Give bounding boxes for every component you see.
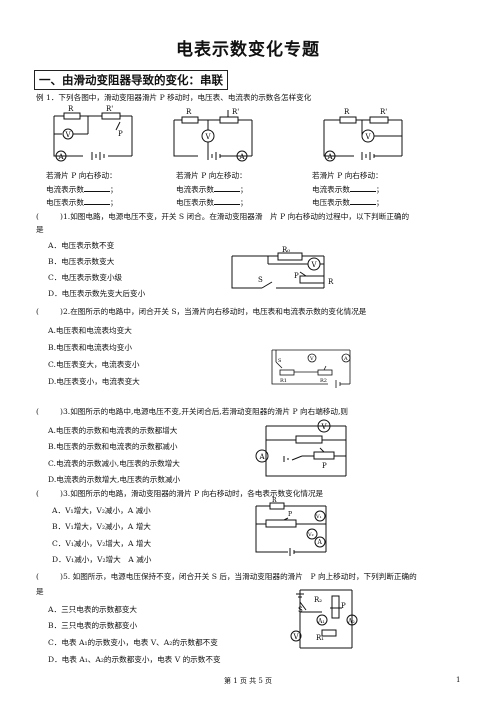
label-R: R [328, 278, 334, 286]
q1-paren: ( [36, 212, 39, 221]
label-S: S [298, 606, 303, 614]
q4-option-a: A．V₁增大，V₂减小，A 减小 [52, 506, 151, 515]
q1-option-a: A．电压表示数不变 [48, 241, 115, 250]
ex-col1-voltmeter: 电压表示数； [46, 198, 118, 207]
label-V1: V₁ [315, 514, 322, 520]
q4-stem: )3.如图所示的电路，滑动变阻器的滑片 P 向右移动时，各电表示数变化情况是 [60, 489, 324, 498]
label-V: V [365, 133, 372, 141]
label-A1: A₁ [317, 618, 325, 625]
q1-stem-cont: 是 [36, 225, 44, 234]
q5-option-c: C．电表 A₁的示数变小，电表 V、A₂的示数都不变 [48, 638, 218, 647]
label-R: R [186, 108, 192, 116]
ex-col1-move: 若滑片 P 向右移动： [46, 171, 117, 180]
q1-option-c: C．电压表示数变小级 [48, 273, 123, 282]
q3-paren: ( [36, 407, 39, 416]
label-V: V [205, 133, 212, 141]
label-R2: R2 [320, 378, 327, 384]
q5-option-a: A．三只电表的示数都变大 [48, 605, 138, 614]
q3-option-d: D.电流表的示数增大,电压表的示数减小 [48, 475, 181, 484]
q2-option-c: C.电压表变大，电流表变小 [48, 360, 140, 369]
label-P: P [341, 602, 346, 610]
label-R0: R₀ [282, 246, 290, 254]
label-V2: V₂ [307, 532, 314, 538]
label-R1: R1 [280, 378, 287, 384]
q5-circuit: S R₂ P A₁ A₂ V R₁ [290, 589, 358, 649]
q4-paren: ( [36, 489, 39, 498]
label-R1-sub: R₁ [316, 634, 324, 642]
ex-col2-ammeter: 电流表示数； [176, 185, 248, 194]
label-R-prime: R' [106, 105, 113, 113]
q2-option-a: A.电压表和电流表均变大 [48, 326, 132, 335]
label-P: P [294, 272, 299, 280]
q5-paren: ( [36, 572, 39, 581]
q1-option-b: B．电压表示数变大 [48, 257, 115, 266]
q5-option-b: B．三只电表的示数都变小 [48, 621, 138, 630]
page-footer: 第 1 页 共 5 页 [223, 677, 273, 685]
page-number: 1 [456, 676, 461, 684]
label-R: R [344, 108, 350, 116]
q2-stem: )2.在图所示的电路中，闭合开关 S，当滑片向右移动时，电压表和电流表示数的变化… [60, 307, 367, 316]
q5-stem: )5. 如图所示，电源电压保持不变，闭合开关 S 后，当滑动变阻器的滑片 P 向… [60, 572, 417, 581]
q4-option-d: D．V₁减小，V₂增大 A 减小 [52, 555, 152, 564]
label-S: S [278, 358, 282, 364]
q2-circuit: S V A R1 R2 [271, 349, 351, 388]
label-R-prime: R' [232, 108, 239, 116]
q3-circuit: V A P [255, 419, 347, 477]
q1-stem: )1.如图电路，电源电压不变，开关 S 闭合。在滑动变阻器滑 片 P 向右移动的… [60, 212, 410, 221]
page-title: 电表示数变化专题 [176, 40, 320, 60]
label-P: P [322, 462, 327, 470]
label-A: A [327, 153, 334, 161]
label-R: R [68, 105, 74, 113]
q2-option-d: D.电压表变小，电流表变大 [48, 377, 140, 386]
q5-option-d: D．电表 A₁、A₂的示数都变小，电表 V 的示数不变 [48, 655, 221, 664]
example-circuit-2: R R' V A [173, 108, 253, 162]
label-A: A [343, 356, 348, 362]
ex-col2-move: 若滑片 P 向左移动： [176, 171, 247, 180]
q1-circuit: R₀ V S P R [231, 246, 334, 289]
section-heading: 一、由滑动变阻器导致的变化：串联 [34, 70, 228, 90]
label-V: V [321, 423, 328, 431]
q3-stem: )3.如图所示的电路中,电源电压不变,开关闭合后,若滑动变阻器的滑片 P 向右端… [60, 407, 348, 416]
label-A: A [317, 539, 323, 546]
example-circuit-3: R R' V A [323, 108, 403, 162]
q4-option-c: C．V₁减小，V₂增大，A 增大 [52, 539, 152, 548]
label-R: R [272, 497, 277, 504]
label-A: A [259, 453, 266, 461]
label-A: A [239, 153, 246, 161]
q1-option-d: D．电压表示数先变大后变小 [48, 289, 146, 298]
q2-paren: ( [36, 307, 39, 316]
ex-col2-voltmeter: 电压表示数； [176, 198, 248, 207]
label-P: P [118, 130, 123, 138]
ex-col1-ammeter: 电流表示数； [46, 185, 118, 194]
q4-circuit: R P V₁ V₂ A [255, 497, 327, 556]
label-A: A [58, 153, 65, 161]
label-A2: A₂ [347, 618, 355, 625]
q3-option-c: C.电流表的示数减小,电压表的示数增大 [48, 459, 180, 468]
ex-col3-move: 若滑片 P 向右移动： [312, 171, 383, 180]
label-V: V [293, 633, 300, 641]
label-V: V [311, 261, 318, 269]
label-V: V [309, 356, 314, 362]
ex-col3-voltmeter: 电压表示数； [312, 198, 384, 207]
example-circuit-1: R R' P V A [53, 105, 133, 162]
label-R-prime: R' [380, 108, 387, 116]
q5-stem-cont: 是 [36, 587, 44, 596]
q2-option-b: B.电压表和电流表均变小 [48, 343, 132, 352]
label-S: S [258, 276, 263, 284]
q3-option-b: B.电压表的示数和电流表的示数都减小 [48, 442, 178, 451]
label-V: V [65, 131, 72, 139]
label-R2-sub: R₂ [314, 596, 322, 604]
example-intro: 例 1．下列各图中，滑动变阻器滑片 P 移动时，电压表、电流表的示数各怎样变化 [36, 93, 312, 102]
q3-option-a: A.电压表的示数和电流表的示数都增大 [48, 426, 178, 435]
label-P: P [288, 511, 292, 518]
ex-col3-ammeter: 电流表示数； [312, 185, 384, 194]
q4-option-b: B．V₁增大，V₂减小，A 增大 [52, 522, 151, 531]
